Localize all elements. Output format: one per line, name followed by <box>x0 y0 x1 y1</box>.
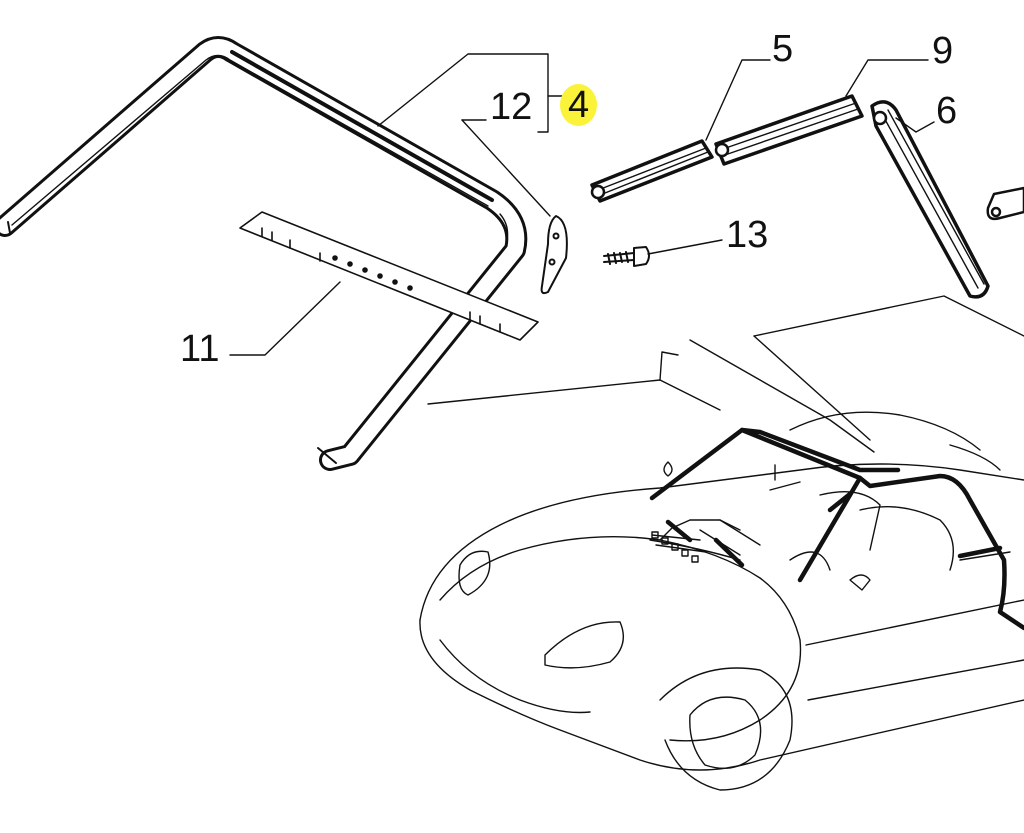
callout-13: 13 <box>726 214 769 256</box>
windshield-frame-seal <box>0 36 528 471</box>
screw <box>603 246 650 267</box>
seal-short <box>590 139 714 203</box>
callout-12: 12 <box>490 86 533 128</box>
callout-6: 6 <box>936 90 958 132</box>
seal-long <box>714 94 864 166</box>
corner-bracket <box>540 215 568 295</box>
comb-strip <box>239 211 539 341</box>
vehicle-outline <box>419 411 1024 791</box>
callout-9: 9 <box>932 30 954 72</box>
seal-vertical <box>870 100 990 299</box>
callout-5: 5 <box>772 28 794 70</box>
partial-part-right <box>986 186 1024 221</box>
vehicle-seals <box>649 427 1024 631</box>
leader-lines <box>229 53 1024 453</box>
callout-4-highlighted: 4 <box>560 84 598 126</box>
callout-11: 11 <box>180 328 220 370</box>
